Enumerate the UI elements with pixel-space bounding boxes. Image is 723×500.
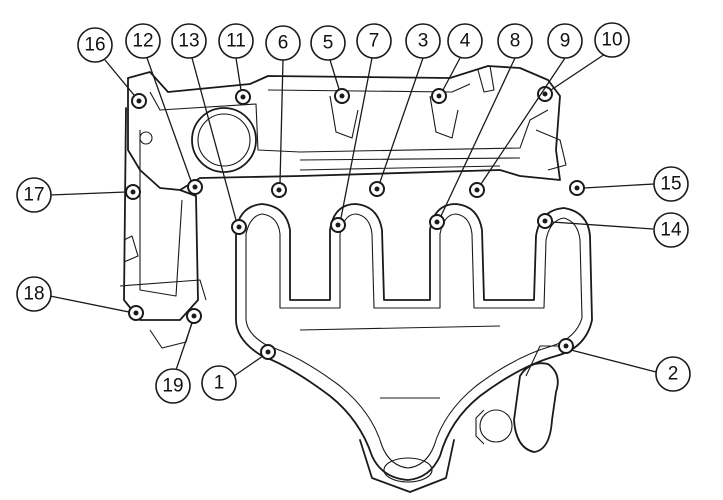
bolt-14 (537, 213, 553, 229)
bolt-18 (128, 305, 144, 321)
callout-8: 8 (497, 23, 533, 59)
svg-text:1: 1 (214, 373, 225, 394)
leader-13 (191, 57, 237, 221)
leader-lines (49, 53, 657, 377)
leader-2 (570, 349, 657, 373)
callout-15: 15 (653, 166, 689, 202)
bolt-2 (558, 338, 574, 354)
callout-14: 14 (653, 212, 689, 248)
callout-10: 10 (594, 22, 630, 58)
callout-6: 6 (265, 25, 301, 61)
bolt-1 (260, 344, 276, 360)
bolt-16 (131, 93, 147, 109)
leader-7 (340, 57, 373, 219)
leader-9 (480, 57, 566, 185)
svg-text:15: 15 (660, 174, 681, 195)
svg-text:17: 17 (23, 185, 44, 206)
leader-18 (49, 295, 130, 313)
svg-text:6: 6 (278, 33, 289, 54)
bolt-8 (429, 214, 445, 230)
leader-4 (442, 57, 461, 91)
bolt-12 (187, 179, 203, 195)
leader-10 (550, 53, 606, 91)
callout-18: 18 (16, 276, 52, 312)
callout-2: 2 (655, 356, 691, 392)
svg-text:2: 2 (668, 364, 679, 385)
callout-7: 7 (356, 23, 392, 59)
callout-11: 11 (218, 23, 254, 59)
svg-text:13: 13 (178, 31, 199, 52)
svg-text:10: 10 (601, 30, 622, 51)
bolt-4 (431, 88, 447, 104)
leader-19 (175, 322, 193, 371)
svg-text:18: 18 (23, 284, 44, 305)
callout-3: 3 (405, 23, 441, 59)
leader-6 (279, 59, 284, 184)
callout-1: 1 (201, 365, 237, 401)
egr-valve (475, 345, 560, 453)
leader-14 (551, 221, 654, 230)
callout-13: 13 (171, 23, 207, 59)
leader-11 (235, 57, 242, 91)
bolt-13 (231, 219, 247, 235)
leader-1 (233, 355, 264, 377)
callout-4: 4 (447, 23, 483, 59)
svg-text:14: 14 (660, 220, 682, 241)
leader-8 (440, 57, 516, 217)
bolt-7 (330, 217, 346, 233)
callout-12: 12 (125, 23, 161, 59)
svg-text:11: 11 (226, 31, 246, 52)
callouts: 1 2 3 4 5 6 7 8 9 10 11 12 13 14 15 16 1… (16, 22, 691, 404)
bolt-15 (569, 180, 585, 196)
svg-text:19: 19 (162, 376, 183, 397)
svg-text:9: 9 (560, 31, 571, 52)
leader-3 (379, 57, 424, 183)
leader-12 (146, 57, 192, 182)
bolt-6 (271, 182, 287, 198)
bolt-19 (186, 308, 202, 324)
svg-text:8: 8 (510, 31, 521, 52)
throttle-body-opening (191, 107, 257, 173)
lower-manifold (235, 203, 593, 481)
callout-9: 9 (547, 23, 583, 59)
svg-text:7: 7 (369, 31, 380, 52)
bolt-3 (369, 181, 385, 197)
svg-text:16: 16 (84, 35, 105, 56)
svg-text:12: 12 (132, 31, 153, 52)
leader-15 (583, 183, 655, 189)
callout-19: 19 (155, 368, 191, 404)
callout-16: 16 (77, 27, 113, 63)
bolt-11 (235, 89, 251, 105)
callout-17: 17 (16, 177, 52, 213)
svg-text:4: 4 (460, 31, 471, 52)
bolt-17 (125, 184, 141, 200)
bolts (125, 86, 585, 360)
svg-text:5: 5 (323, 33, 334, 54)
callout-5: 5 (310, 25, 346, 61)
leader-17 (49, 191, 127, 196)
bolt-5 (334, 88, 350, 104)
leader-5 (329, 59, 340, 90)
leader-16 (104, 59, 135, 96)
svg-text:3: 3 (418, 31, 429, 52)
outlet-flange (359, 439, 455, 493)
bolt-9 (469, 182, 485, 198)
upper-plenum (127, 65, 567, 191)
